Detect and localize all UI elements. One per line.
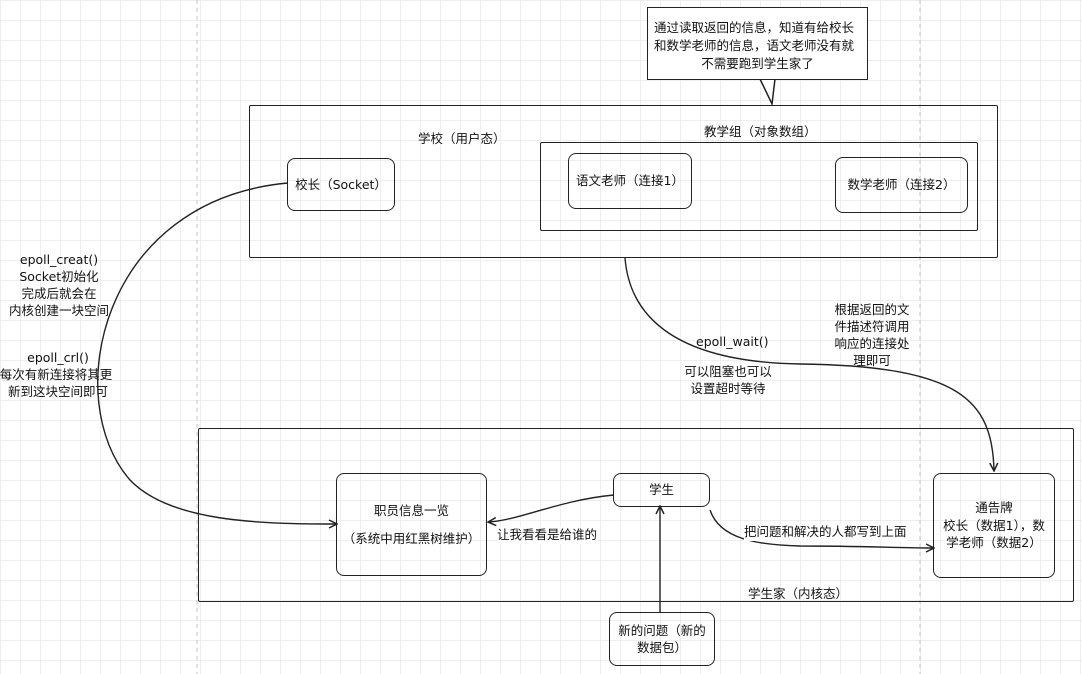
student-box: 学生 [613,473,710,507]
edge-label-write-board: 把问题和解决的人都写到上面 [744,524,907,541]
return-note-line-2: 件描述符调用 [834,318,910,334]
chinese-teacher-label: 语文老师（连接1） [576,173,684,189]
chinese-teacher-box: 语文老师（连接1） [568,153,692,209]
math-teacher-label: 数学老师（连接2） [847,177,956,193]
epoll-ctl-line-3: 新到这块空间即可 [7,383,108,399]
staff-info-box: 职员信息一览 （系统中用红黑树维护） [336,473,487,576]
return-note-line-1: 根据返回的文 [834,302,910,317]
callout-pointer [759,78,776,107]
epoll-wait-label: epoll_wait() [696,334,769,349]
callout-line-1: 通过读取返回的信息，知道有给校长 [654,20,855,35]
notice-board-box: 通告牌 校长（数据1），数 学老师（数据2） [933,473,1055,578]
teaching-group-title: 教学组（对象数组） [704,124,817,139]
new-issue-box: 新的问题（新的 数据包） [609,612,715,666]
epoll-ctl-line-1: epoll_crl() [27,350,89,365]
epoll-create-line-2: Socket初始化 [19,268,99,284]
return-note-line-3: 响应的连接处 [834,335,910,351]
principal-label: 校长（Socket） [295,176,387,192]
return-note: 根据返回的文 件描述符调用 响应的连接处 理即可 [820,302,924,370]
school-container [249,105,998,258]
student-label: 学生 [648,482,674,498]
return-note-line-4: 理即可 [853,352,891,368]
epoll-ctl-note: epoll_crl() 每次有新连接将其更 新到这块空间即可 [0,350,116,401]
notice-board-line-3: 学老师（数据2） [946,535,1042,551]
principal-box: 校长（Socket） [287,158,395,211]
notice-board-line-2: 校长（数据1），数 [943,517,1045,533]
math-teacher-box: 数学老师（连接2） [835,157,968,213]
student-home-title: 学生家（内核态） [748,586,849,601]
new-issue-line-2: 数据包） [636,640,687,655]
student-home-container [198,428,1074,602]
epoll-create-line-4: 内核创建一块空间 [8,302,109,318]
new-issue-line-1: 新的问题（新的 [618,622,706,638]
school-title: 学校（用户态） [418,131,506,146]
callout-line-3: 不需要跑到学生家了 [701,56,814,72]
wait-note-line-1: 可以阻塞也可以 [684,364,772,379]
epoll-create-note: epoll_creat() Socket初始化 完成后就会在 内核创建一块空间 [0,252,118,320]
epoll-ctl-line-2: 每次有新连接将其更 [0,366,113,382]
notice-board-line-1: 通告牌 [975,500,1013,516]
epoll-create-line-3: 完成后就会在 [21,285,97,301]
staff-info-line-1: 职员信息一览 [373,503,449,518]
arrow-principal-to-staff [97,182,336,524]
callout-note: 通过读取返回的信息，知道有给校长 和数学老师的信息，语文老师没有就 不需要跑到学… [647,7,868,80]
wait-note: 可以阻塞也可以 设置超时等待 [668,364,788,398]
arrow-school-to-board [624,257,994,470]
arrow-student-to-board [709,509,933,548]
edge-label-whose: 让我看看是给谁的 [497,527,598,544]
teaching-group-container [540,142,978,231]
epoll-create-line-1: epoll_creat() [19,252,99,267]
wait-note-line-2: 设置超时等待 [690,380,766,396]
callout-line-2: 和数学老师的信息，语文老师没有就 [654,38,855,54]
staff-info-line-2: （系统中用红黑树维护） [342,530,481,546]
arrow-student-to-staff [489,494,615,522]
